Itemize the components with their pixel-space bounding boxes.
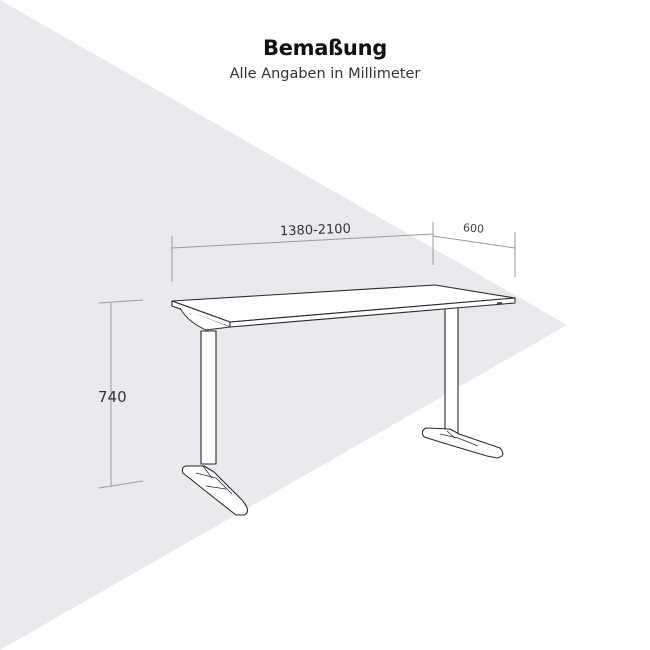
page-title: Bemaßung (263, 36, 387, 60)
height-dimension-line (98, 299, 144, 489)
height-dimension-label: 740 (98, 388, 127, 406)
width-dimension-label: 1380-2100 (279, 221, 352, 240)
page-subtitle: Alle Angaben in Millimeter (229, 66, 421, 82)
desk-drawing (171, 284, 516, 516)
width-dimension-line (171, 222, 516, 282)
backdrop-triangle (0, 0, 567, 650)
depth-dimension-label: 600 (462, 221, 485, 236)
